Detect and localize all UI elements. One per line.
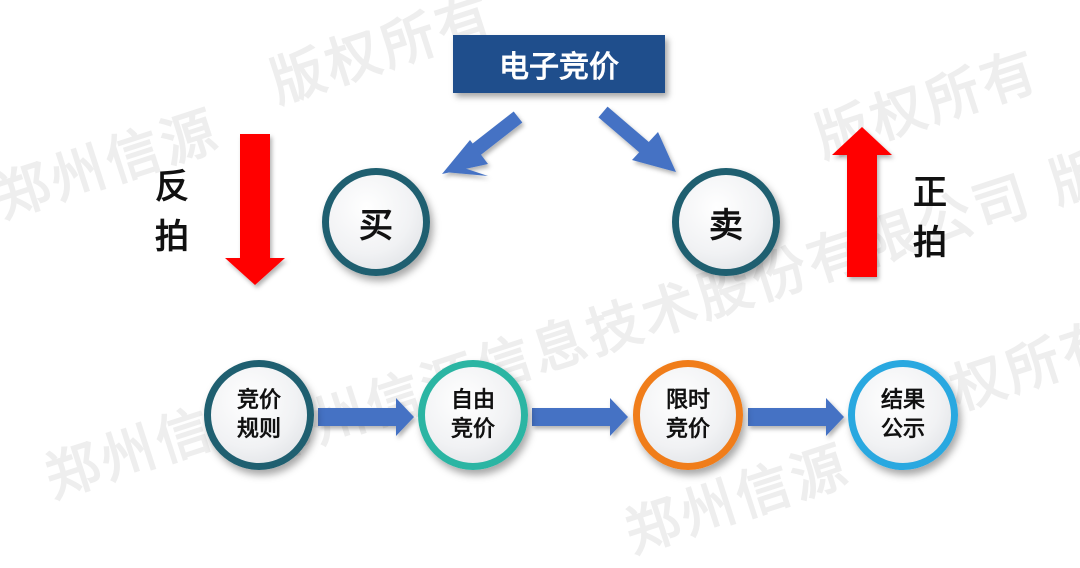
step-timed-bidding: 限时 竞价 [633,360,743,470]
step-bid-rules: 竞价 规则 [204,360,314,470]
step-result-announcement: 结果 公示 [848,360,958,470]
flow-arrow [532,398,628,436]
arrow-to-buy [442,111,523,176]
step-free-bidding: 自由 竞价 [418,360,528,470]
reverse-auction-label: 反 拍 [155,167,189,257]
arrow-to-sell [598,106,676,172]
red-down-arrow [225,134,285,285]
buy-circle: 买 [322,168,430,276]
sell-circle: 卖 [672,168,780,276]
flow-arrow [748,398,844,436]
red-up-arrow [832,127,892,277]
flow-arrow [318,398,414,436]
title-box: 电子竞价 [453,35,665,93]
forward-auction-label: 正 拍 [913,173,947,263]
arrows-layer [225,106,892,436]
